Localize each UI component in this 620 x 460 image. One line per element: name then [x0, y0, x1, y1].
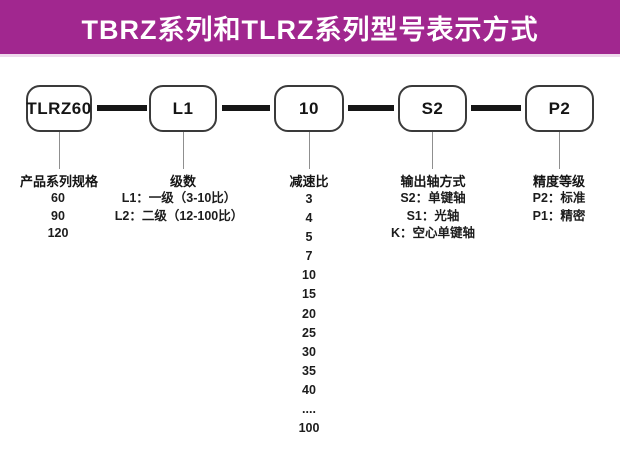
model-box-series: TLRZ60	[26, 85, 92, 132]
precision-values: P2：标准 P1：精密	[533, 190, 586, 225]
value-item: P1：精密	[532, 208, 586, 223]
column-label-stages: 级数	[169, 174, 197, 189]
column-label-output-shaft: 输出轴方式	[400, 174, 466, 189]
value-item: 90	[51, 208, 65, 223]
value-item: 120	[47, 226, 69, 240]
output-shaft-values: S2：单键轴 S1：光轴 K：空心单键轴	[391, 190, 475, 243]
model-box-stages: L1	[149, 85, 217, 132]
stem-line	[59, 132, 60, 169]
value-item: 25	[302, 325, 316, 340]
value-item: 7	[305, 249, 313, 264]
value-item: 60	[51, 191, 65, 205]
title-banner: TBRZ系列和TLRZ系列型号表示方式	[0, 0, 620, 57]
connector-line	[97, 105, 147, 111]
value-item: L2：二级（12-100比）	[114, 208, 244, 223]
value-item: 30	[302, 344, 316, 359]
value-item: 15	[302, 287, 316, 302]
value-item: 10	[302, 268, 316, 283]
stem-line	[183, 132, 184, 169]
value-item: S2：单键轴	[400, 191, 466, 205]
connector-line	[222, 105, 270, 111]
value-item: 40	[302, 382, 316, 397]
ratio-values: 3 4 5 7 10 15 20 25 30 35 40 .... 100	[299, 190, 320, 438]
stem-line	[309, 132, 310, 169]
connector-line	[471, 105, 521, 111]
series-values: 60 90 120	[48, 190, 69, 243]
stages-values: L1：一级（3-10比） L2：二级（12-100比）	[115, 190, 244, 225]
value-item: 4	[305, 211, 313, 226]
value-item: 100	[298, 421, 320, 436]
value-item: 3	[305, 192, 313, 206]
connector-line	[348, 105, 394, 111]
value-item: L1：一级（3-10比）	[121, 191, 237, 205]
value-item: 20	[302, 306, 316, 321]
column-label-series: 产品系列规格	[19, 174, 99, 189]
column-label-precision: 精度等级	[532, 174, 586, 189]
model-box-output-shaft: S2	[398, 85, 467, 132]
model-box-ratio: 10	[274, 85, 344, 132]
value-item: K：空心单键轴	[390, 226, 476, 240]
model-box-precision: P2	[525, 85, 594, 132]
value-item: 35	[302, 363, 316, 378]
stem-line	[432, 132, 433, 169]
value-item: S1：光轴	[406, 208, 460, 223]
page-title: TBRZ系列和TLRZ系列型号表示方式	[81, 14, 539, 45]
column-label-ratio: 减速比	[289, 174, 329, 189]
value-item: P2：标准	[532, 191, 586, 205]
value-item: 5	[305, 230, 313, 245]
stem-line	[559, 132, 560, 169]
value-item-ellipsis: ....	[302, 402, 316, 417]
